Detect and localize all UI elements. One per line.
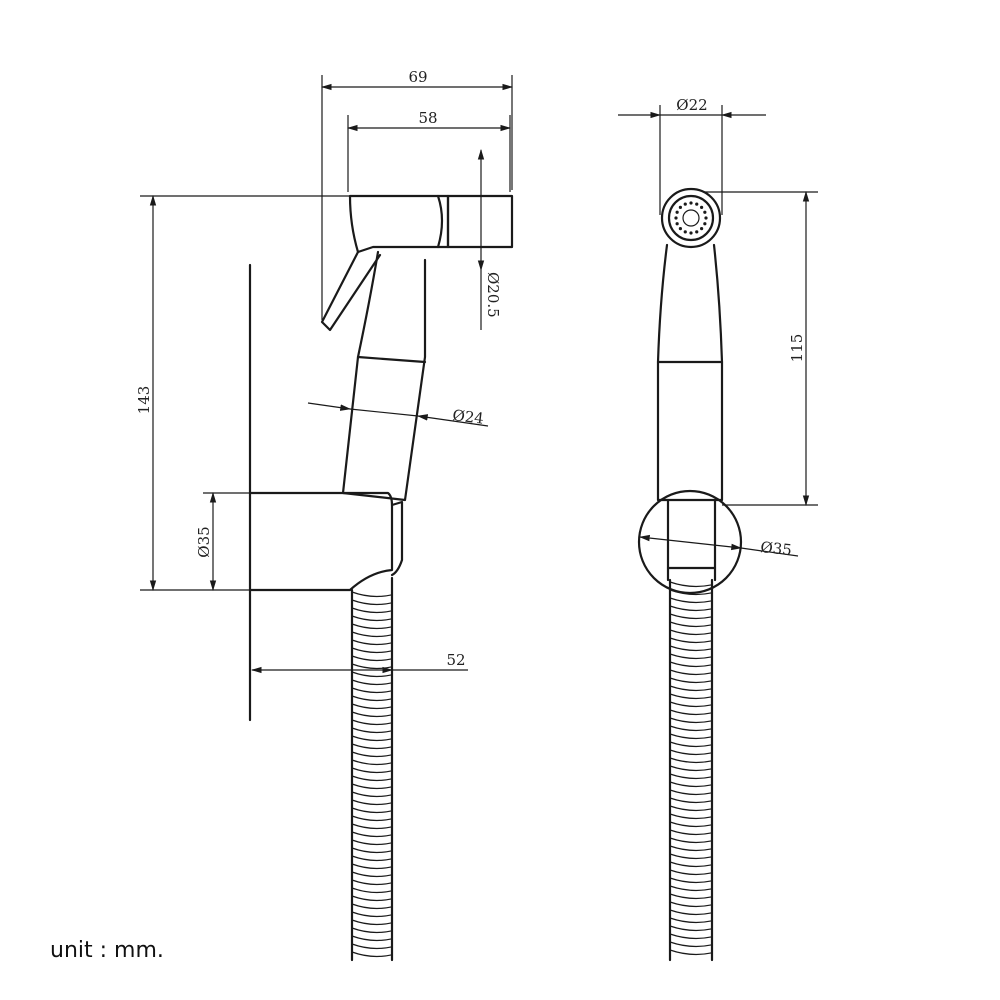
spray-hole [689,231,693,235]
spray-hole [704,216,708,220]
sprayer-handle [341,250,427,502]
dim-width-head: 58 [418,109,437,127]
dim-width-total: 69 [408,68,427,86]
dim-holder-diameter-front: Ø35 [760,538,793,559]
dim-nozzle-diameter: Ø20.5 [484,272,502,318]
sprayer-head [348,194,444,254]
trigger-lever [320,250,382,332]
spray-head-front [660,187,722,249]
spray-hole [674,216,678,220]
spray-hole [678,205,682,209]
spray-hole [675,222,679,226]
dim-front-height: 115 [788,334,806,363]
spray-hole [700,205,704,209]
spray-hole [695,230,699,234]
spray-hole [703,222,707,226]
dim-holder-depth: 52 [446,651,465,669]
handle-band [356,355,427,364]
hose-front [668,578,714,962]
spray-hole [683,202,687,206]
sprayer-handle-front [656,243,724,502]
spray-hole [683,230,687,234]
spray-hole [703,210,707,214]
front-view: Ø22 115 Ø35 [618,96,818,962]
hose-side [350,576,394,962]
sprayer-nozzle [446,194,514,249]
side-view: 69 58 Ø20.5 Ø24 143 Ø35 52 [135,68,514,962]
dim-front-width: Ø22 [676,96,707,114]
spray-hole [678,227,682,231]
dim-holder-diameter-side: Ø35 [195,526,213,557]
spray-hole [689,201,693,205]
spray-hole [700,227,704,231]
unit-label: unit : mm. [50,938,164,963]
spray-hole [675,210,679,214]
dim-handle-diameter: Ø24 [452,406,485,428]
holder-bracket [248,491,394,592]
holder-clip [390,500,404,577]
spray-hole [695,202,699,206]
spray-holes [674,201,708,235]
dim-height-total: 143 [135,386,153,415]
